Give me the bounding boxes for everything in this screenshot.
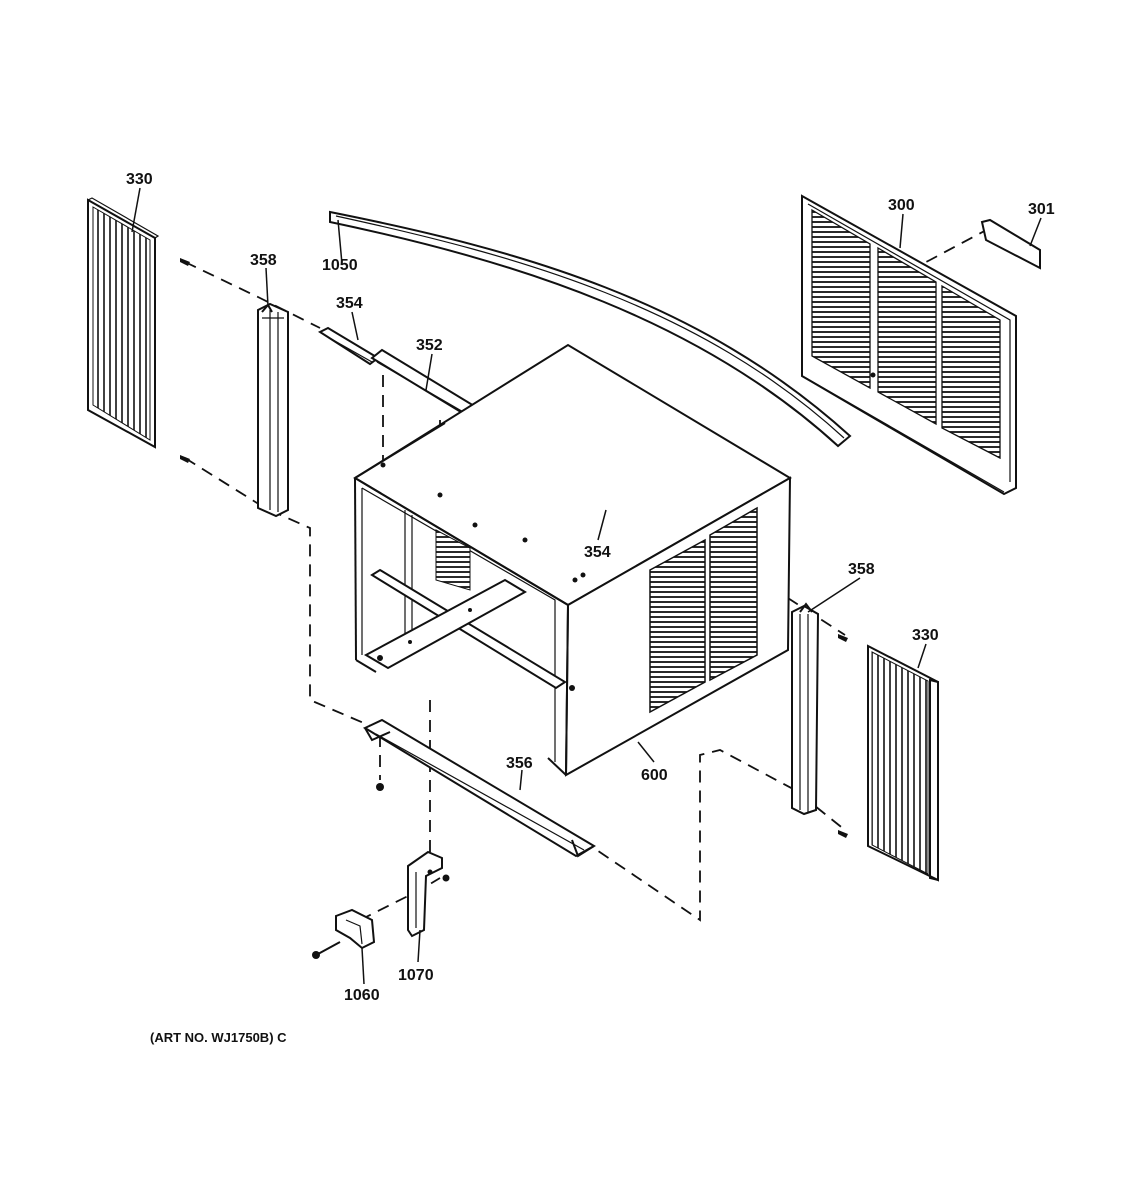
support-foot (335, 908, 376, 950)
top-seal-strip (329, 210, 852, 448)
side-panel-right (867, 644, 939, 882)
label-window-frame-left: 358 (250, 252, 277, 269)
label-nameplate: 301 (1028, 201, 1055, 218)
leader-lines (131, 187, 1042, 985)
top-channel-left (317, 326, 380, 366)
side-panel-left (87, 197, 160, 449)
label-window-frame-right: 358 (848, 561, 875, 578)
label-top-channel-left: 354 (336, 295, 363, 312)
label-bottom-rail: 356 (506, 755, 533, 772)
label-support-foot: 1060 (344, 987, 380, 1004)
label-cabinet: 600 (641, 767, 668, 784)
label-side-panel-left: 330 (126, 171, 153, 188)
part-labels: 330 358 1050 354 352 300 301 354 358 330… (126, 171, 1055, 1004)
label-top-rail: 352 (416, 337, 443, 354)
label-support-bracket: 1070 (398, 967, 434, 984)
front-grille (801, 194, 1017, 496)
window-frame-left (257, 302, 289, 518)
screw-icon (838, 634, 848, 838)
support-bracket (407, 850, 450, 938)
label-front-grille: 300 (888, 197, 915, 214)
art-number: (ART NO. WJ1750B) C (150, 1030, 287, 1045)
label-top-seal: 1050 (322, 257, 358, 274)
screw-icon (180, 258, 190, 463)
label-top-channel-right: 354 (584, 544, 611, 561)
bolt-icon (312, 941, 341, 959)
bottom-rail (362, 718, 597, 858)
label-side-panel-right: 330 (912, 627, 939, 644)
window-frame-right (791, 602, 820, 816)
nameplate (980, 218, 1041, 270)
cabinet (353, 343, 792, 777)
